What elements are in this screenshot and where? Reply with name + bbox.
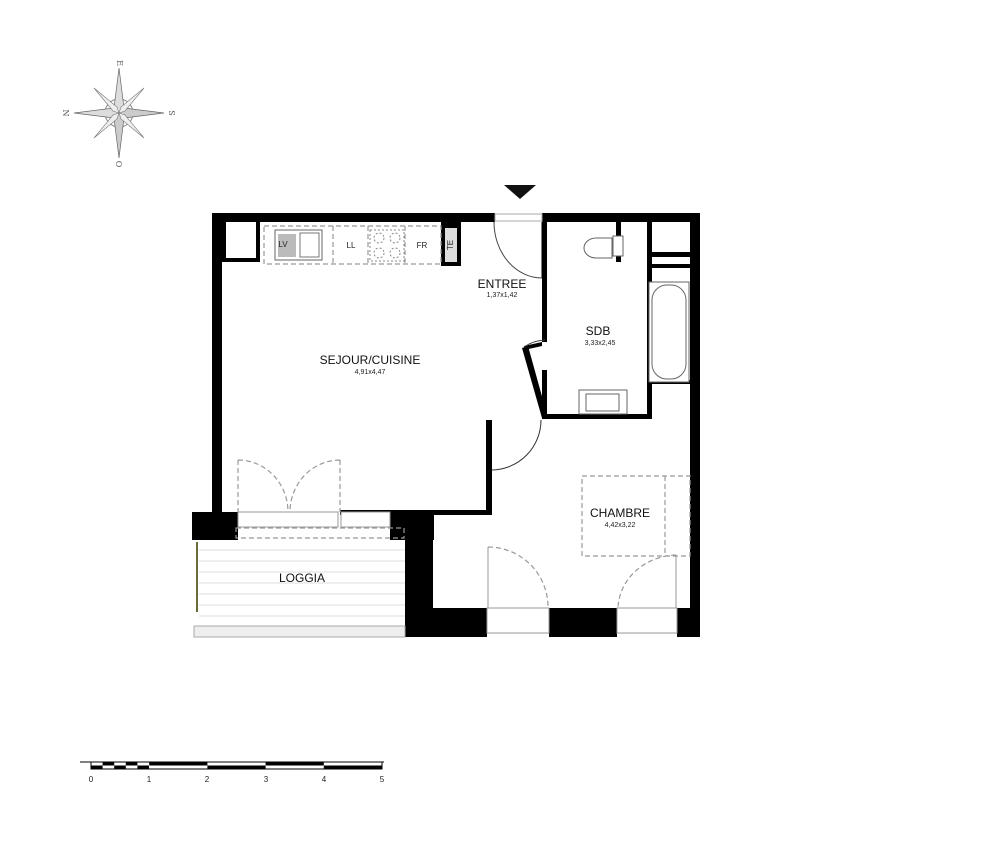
bathroom-fixtures — [578, 235, 690, 415]
room-dims-sdb: 3,33x2,45 — [585, 340, 616, 347]
cooktop-icon — [369, 229, 405, 262]
fridge-label: FR — [417, 241, 428, 250]
scale-segment — [91, 765, 103, 769]
scale-label: 1 — [147, 775, 152, 784]
windows — [237, 459, 678, 634]
scale-label: 3 — [264, 775, 269, 784]
sink-label: LV — [278, 240, 288, 249]
scale-segment — [114, 765, 126, 769]
scale-segment — [149, 762, 208, 766]
compass-east-label: E — [115, 60, 124, 66]
dishwasher-label: LL — [347, 241, 356, 250]
water-heater-label: TE — [446, 240, 455, 250]
compass-north-label: N — [61, 110, 70, 117]
loggia — [193, 527, 406, 638]
scale-label: 0 — [89, 775, 94, 784]
compass-rose-icon: E N S O — [61, 60, 176, 168]
scale-segment — [265, 762, 324, 766]
entry-door — [493, 213, 543, 279]
room-label-chambre: CHAMBRE — [590, 506, 650, 520]
room-label-entree: ENTREE — [478, 277, 527, 291]
room-label-sdb: SDB — [586, 324, 611, 338]
entrance-arrow-icon — [504, 185, 536, 199]
scale-segment — [102, 762, 115, 766]
scale-segment — [207, 765, 266, 769]
scale-label: 2 — [205, 775, 210, 784]
compass-west-label: O — [114, 161, 123, 168]
kitchen-counter: LV LL FR TE — [263, 225, 457, 265]
wardrobe — [581, 475, 691, 557]
scale-label: 4 — [322, 775, 327, 784]
scale-label: 5 — [380, 775, 385, 784]
room-dims-chambre: 4,42x3,22 — [605, 522, 636, 529]
scale-segment — [125, 762, 138, 766]
room-dims-entree: 1,37x1,42 — [487, 292, 518, 299]
compass-south-label: S — [167, 110, 176, 115]
room-label-sejour: SEJOUR/CUISINE — [320, 353, 421, 367]
scale-segment — [323, 765, 382, 769]
scale-segment — [137, 765, 149, 769]
room-label-loggia: LOGGIA — [279, 571, 325, 585]
scale-bar: 0 1 2 3 4 5 — [80, 761, 385, 784]
room-dims-sejour: 4,91x4,47 — [355, 369, 386, 376]
